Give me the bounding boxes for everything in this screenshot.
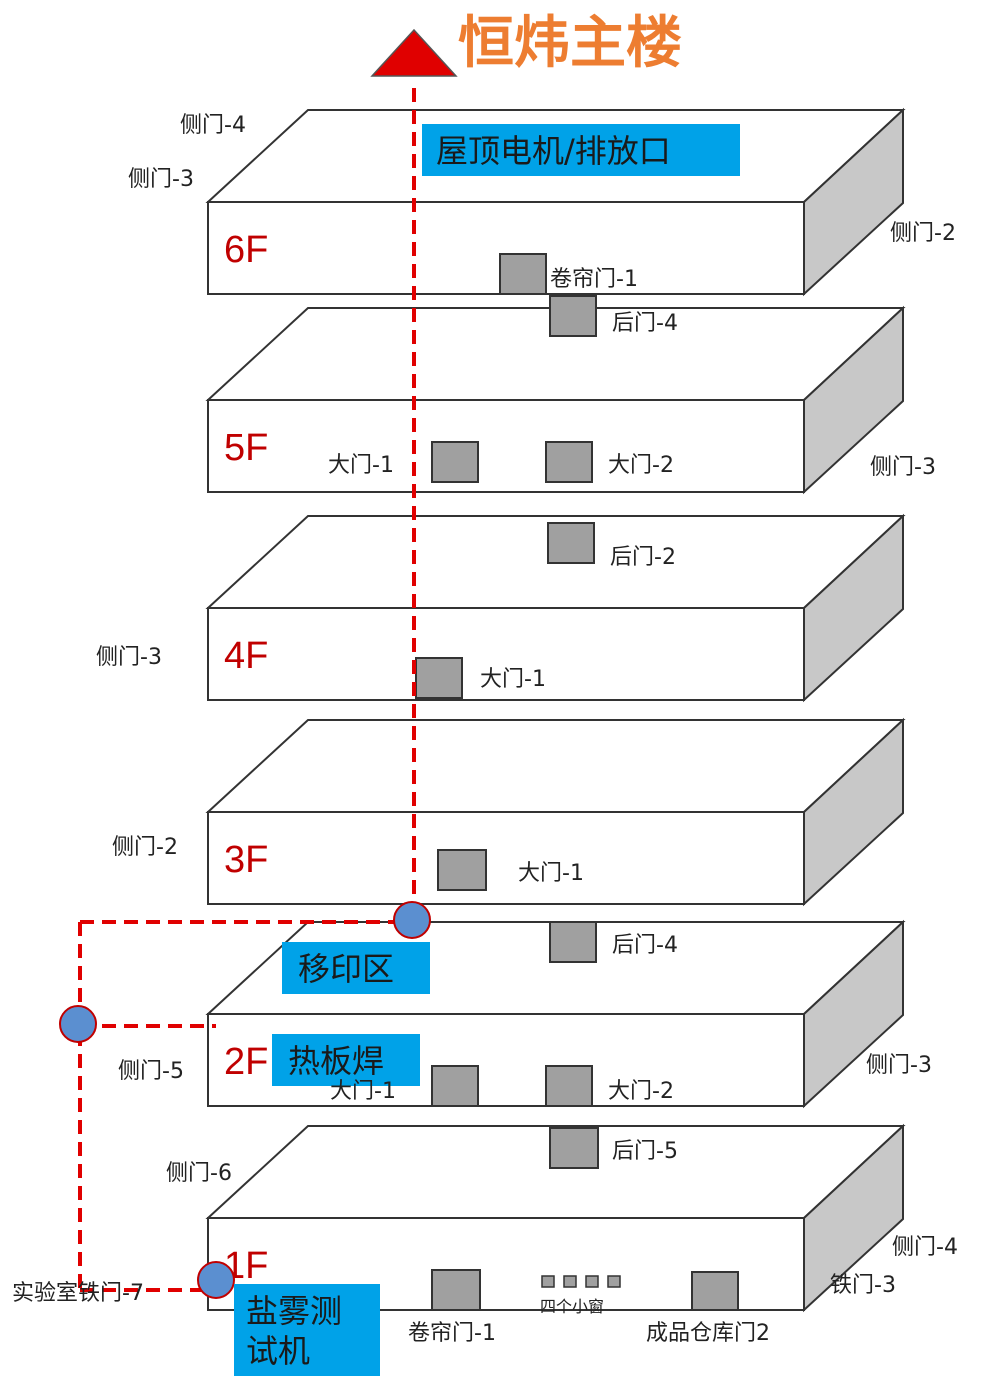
- route-arrow-icon: [370, 28, 458, 77]
- label-6f-rolling-1: 卷帘门-1: [550, 267, 638, 292]
- label-1f-side-4: 侧门-4: [892, 1235, 958, 1260]
- door-5f-main-1: [431, 441, 479, 483]
- door-2f-main-2: [545, 1065, 593, 1107]
- label-2f-back-4: 后门-4: [612, 933, 678, 958]
- zone-hotplate-label: 热板焊: [288, 1042, 384, 1080]
- zone-roof-box: [422, 124, 740, 176]
- door-1f-rolling-1: [431, 1269, 481, 1311]
- label-1f-back-5: 后门-5: [612, 1139, 678, 1164]
- zone-saltspray-label-2: 试机: [246, 1332, 310, 1370]
- zone-saltspray-label-1: 盐雾测: [246, 1292, 342, 1330]
- label-6f-side-3: 侧门-3: [128, 167, 194, 192]
- label-5f-side-3: 侧门-3: [870, 455, 936, 480]
- zone-roof-label: 屋顶电机/排放口: [436, 132, 671, 170]
- label-1f-warehouse-2: 成品仓库门2: [646, 1321, 770, 1346]
- label-4f-main-1: 大门-1: [480, 667, 546, 692]
- building-title: 恒炜主楼: [458, 11, 682, 76]
- floor-label-2f: 2F: [224, 1041, 268, 1083]
- door-4f-back-2: [547, 522, 595, 564]
- zone-hotplate-box: [272, 1034, 420, 1086]
- door-2f-back-4: [549, 921, 597, 963]
- label-3f-main-1: 大门-1: [518, 861, 584, 886]
- label-4f-back-2: 后门-2: [610, 545, 676, 570]
- label-1f-iron-3: 铁门-3: [830, 1273, 896, 1298]
- label-5f-back-4: 后门-4: [612, 311, 678, 336]
- floor-5f-slab: [205, 305, 906, 495]
- label-1f-lab-iron-7: 实验室铁门-7: [12, 1281, 144, 1306]
- door-3f-main-1: [437, 849, 487, 891]
- door-1f-warehouse-2: [691, 1271, 739, 1311]
- door-4f-main-1: [415, 657, 463, 699]
- label-2f-main-1: 大门-1: [330, 1079, 396, 1104]
- door-5f-back-4: [549, 295, 597, 337]
- zone-transfer-label: 移印区: [298, 950, 394, 988]
- label-1f-windows: 四个小窗: [540, 1297, 604, 1316]
- label-1f-side-6: 侧门-6: [166, 1161, 232, 1186]
- label-2f-main-2: 大门-2: [608, 1079, 674, 1104]
- floor-3f-slab: [205, 717, 906, 907]
- route-node-1f: [197, 1261, 235, 1299]
- door-6f-rolling-1: [499, 253, 547, 295]
- door-5f-main-2: [545, 441, 593, 483]
- label-6f-side-4: 侧门-4: [180, 113, 246, 138]
- floor-label-5f: 5F: [224, 427, 268, 469]
- floor-label-6f: 6F: [224, 229, 268, 271]
- label-5f-main-1: 大门-1: [328, 453, 394, 478]
- label-5f-main-2: 大门-2: [608, 453, 674, 478]
- label-4f-side-3: 侧门-3: [96, 645, 162, 670]
- route-node-2f: [393, 901, 431, 939]
- label-1f-rolling-1: 卷帘门-1: [408, 1321, 496, 1346]
- label-2f-side-3: 侧门-3: [866, 1053, 932, 1078]
- label-3f-side-2: 侧门-2: [112, 835, 178, 860]
- zone-transfer-box: [282, 942, 430, 994]
- label-6f-side-2: 侧门-2: [890, 221, 956, 246]
- floor-label-4f: 4F: [224, 635, 268, 677]
- zone-saltspray-box: [234, 1284, 380, 1376]
- label-2f-side-5: 侧门-5: [118, 1059, 184, 1084]
- route-node-left: [59, 1005, 97, 1043]
- door-1f-back-5: [549, 1127, 599, 1169]
- windows-1f: [541, 1275, 621, 1288]
- door-2f-main-1: [431, 1065, 479, 1107]
- floor-label-3f: 3F: [224, 839, 268, 881]
- evacuation-route: [78, 88, 416, 1292]
